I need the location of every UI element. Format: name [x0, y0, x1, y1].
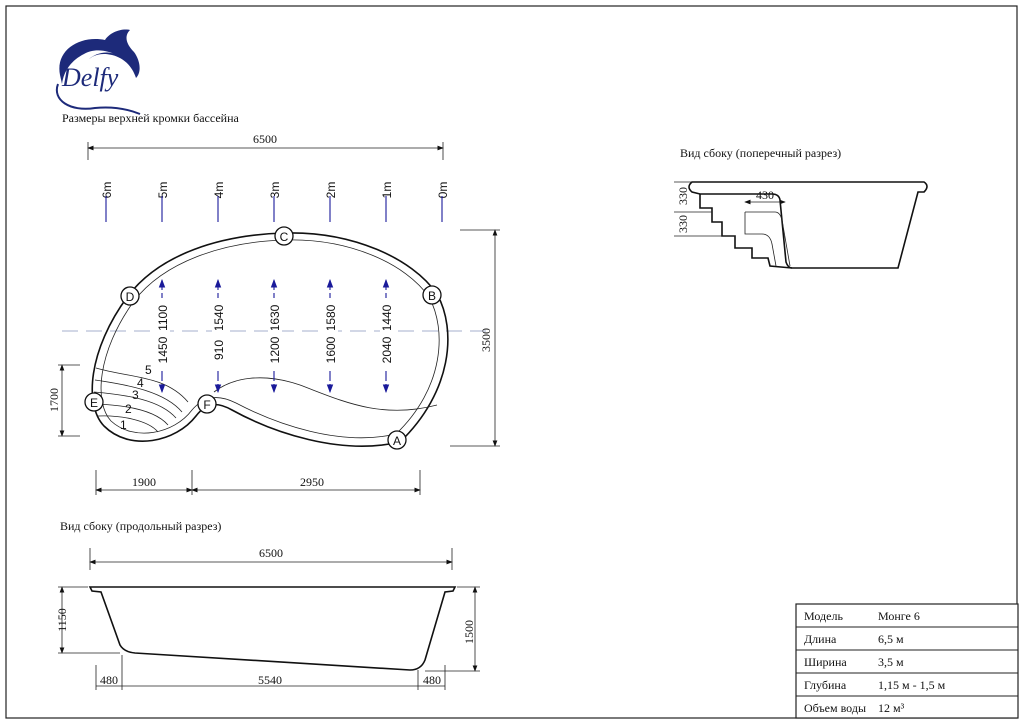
depth-lower: 1600	[324, 336, 338, 363]
logo-text: Delfy	[61, 63, 119, 92]
long-length-dim: 6500	[259, 546, 283, 560]
depth-upper: 1100	[156, 305, 170, 331]
cross-section-view: Вид сбоку (поперечный разрез) 430 330 33…	[674, 146, 928, 269]
point-c: C	[274, 226, 294, 246]
point-d: D	[120, 286, 140, 306]
svg-text:E: E	[90, 396, 98, 410]
depth-lower: 1200	[268, 336, 282, 363]
spec-row: Объем воды 12 м³	[804, 701, 905, 715]
pool-floor-edge	[213, 377, 438, 411]
plan-view: 6500 6m 5m 4m 3m 2m 1m 0m 5	[47, 132, 500, 495]
depth-lower: 2040	[380, 336, 394, 363]
spec-row: Длина 6,5 м	[804, 632, 904, 646]
step-height-dim: 330	[676, 215, 690, 233]
delfy-logo: Delfy	[55, 29, 141, 115]
cross-section-title: Вид сбоку (поперечный разрез)	[680, 146, 841, 160]
spec-row: Ширина 3,5 м	[804, 655, 904, 669]
spec-value: 1,15 м - 1,5 м	[878, 678, 946, 692]
meter-mark: 2m	[324, 182, 338, 199]
long-bottom-dim: 5540	[258, 673, 282, 687]
point-e: E	[84, 392, 104, 412]
svg-text:C: C	[280, 230, 289, 244]
step-height-dim: 330	[676, 187, 690, 205]
plan-bottom-dim: 2950	[300, 475, 324, 489]
spec-label: Глубина	[804, 678, 847, 692]
point-f: F	[197, 394, 217, 414]
step-label: 3	[132, 388, 139, 402]
svg-text:A: A	[393, 434, 401, 448]
meter-mark: 0m	[436, 182, 450, 199]
svg-text:B: B	[428, 289, 436, 303]
meter-mark: 4m	[212, 182, 226, 199]
depth-upper: 1440	[380, 304, 394, 331]
svg-text:F: F	[203, 398, 210, 412]
depth-upper: 1580	[324, 304, 338, 331]
spec-table: Модель Монге 6 Длина 6,5 м Ширина 3,5 м Глу…	[795, 603, 1019, 719]
long-bottom-dim: 480	[100, 673, 118, 687]
step-width-dim: 430	[756, 188, 774, 202]
spec-value: 6,5 м	[878, 632, 904, 646]
plan-title: Размеры верхней кромки бассейна	[62, 111, 239, 125]
long-section-view: Вид сбоку (продольный разрез) 6500 1150 …	[55, 519, 480, 690]
depth-upper: 1630	[268, 304, 282, 331]
plan-width-dim: 3500	[479, 328, 493, 352]
plan-length-dim: 6500	[253, 132, 277, 146]
step-label: 1	[120, 418, 127, 432]
long-section-title: Вид сбоку (продольный разрез)	[60, 519, 221, 533]
depth-lower: 1450	[156, 336, 170, 363]
long-bottom-dim: 480	[423, 673, 441, 687]
meter-mark: 3m	[268, 182, 282, 199]
point-b: B	[422, 285, 442, 305]
step-label: 5	[145, 363, 152, 377]
depth-dimensions: 1100 1540 1630 1580 1440 1450 910 1200 1…	[156, 278, 394, 394]
meter-mark: 1m	[380, 182, 394, 199]
spec-row: Модель Монге 6	[804, 609, 920, 623]
depth-upper: 1540	[212, 304, 226, 331]
spec-label: Длина	[804, 632, 837, 646]
spec-value: 3,5 м	[878, 655, 904, 669]
svg-text:D: D	[126, 290, 135, 304]
shallow-depth-dim: 1150	[55, 608, 69, 632]
spec-label: Модель	[804, 609, 843, 623]
drawing-frame	[5, 5, 1018, 719]
step-label: 2	[125, 402, 132, 416]
step-label: 4	[137, 376, 144, 390]
meter-mark: 5m	[156, 182, 170, 199]
spec-label: Объем воды	[804, 701, 866, 715]
depth-lower: 910	[212, 340, 226, 360]
plan-bottom-dim: 1900	[132, 475, 156, 489]
spec-value: Монге 6	[878, 609, 920, 623]
meter-mark: 6m	[100, 182, 114, 199]
spec-label: Ширина	[804, 655, 847, 669]
plan-left-dim: 1700	[47, 388, 61, 412]
spec-value: 12 м³	[878, 701, 905, 715]
spec-row: Глубина 1,15 м - 1,5 м	[804, 678, 946, 692]
point-a: A	[387, 430, 407, 450]
meter-marks: 6m 5m 4m 3m 2m 1m 0m	[100, 182, 450, 222]
deep-depth-dim: 1500	[462, 620, 476, 644]
